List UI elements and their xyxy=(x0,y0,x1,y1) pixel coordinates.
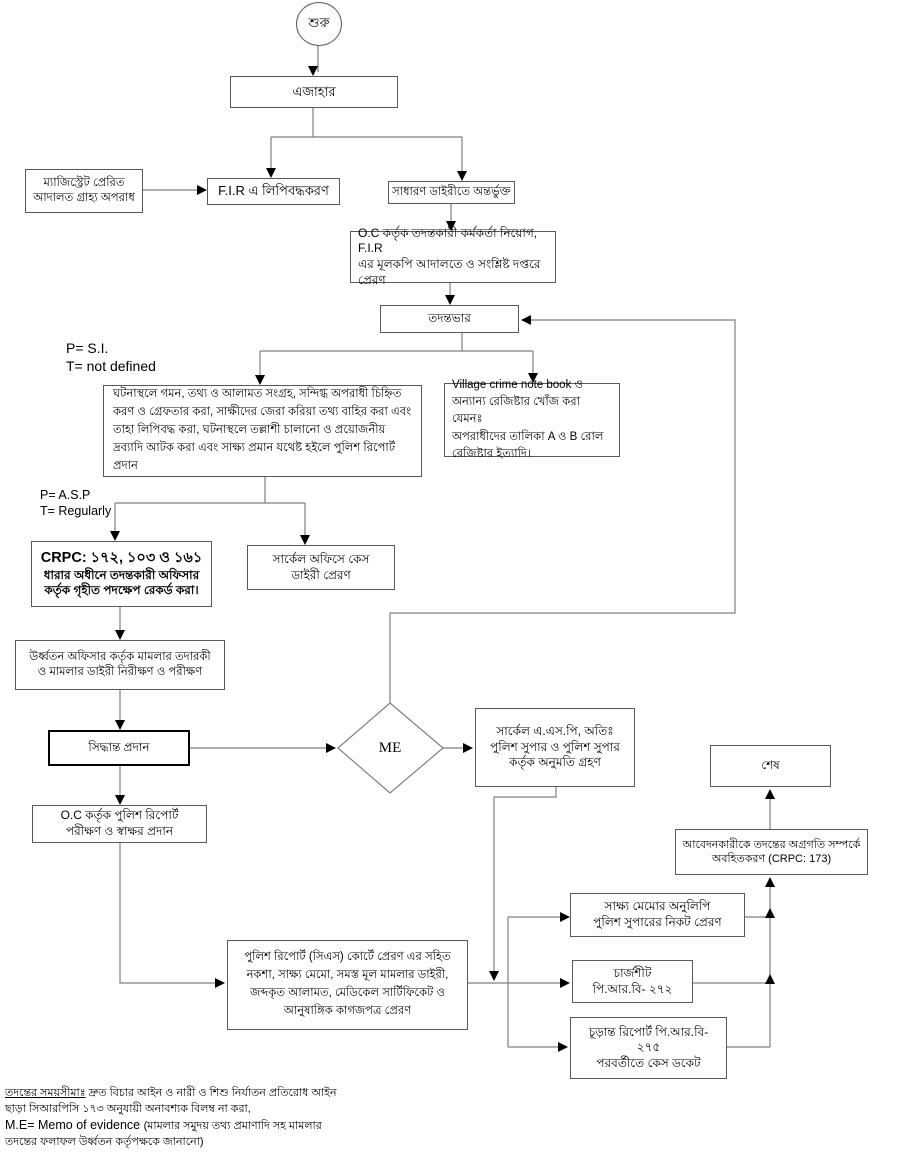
arrow-right-me xyxy=(326,743,336,753)
edge-charge-split xyxy=(259,333,534,381)
arrow-down-ocreport xyxy=(115,795,125,805)
arrow-down-gd xyxy=(457,171,467,181)
arrow-down-village xyxy=(528,373,538,383)
node-village-crime-notebook: Village crime note book ও অন্যান্য রেজিষ… xyxy=(444,379,620,460)
arrow-right-chargesheet xyxy=(560,978,570,988)
edge-me-charge-feedback xyxy=(389,319,736,703)
node-circle-office-case-diary: সার্কেল অফিসে কেস ডাইরী প্রেরণ xyxy=(247,545,395,590)
node-scene-actions: ঘটনাস্থলে গমন, তথ্য ও আলামত সংগ্রহ, সন্দ… xyxy=(103,385,422,477)
p-asp-label: P= A.S.P xyxy=(40,488,91,502)
arrow-right-permission xyxy=(463,743,473,753)
start-label: শুরু xyxy=(308,14,330,30)
edge-scene-split xyxy=(114,477,306,541)
arrow-down-ejahar xyxy=(308,66,318,76)
arrow-down-scene xyxy=(255,375,265,385)
footnote-me-definition: M.E= Memo of evidence xyxy=(5,1118,144,1132)
p-si-label: P= S.I. xyxy=(66,340,109,356)
footnote-block: তদন্তের সময়সীমাঃ দ্রুত বিচার আইন ও নারী… xyxy=(5,1085,337,1150)
connector-lines xyxy=(114,44,771,1048)
annotation-p-si: P= S.I.T= not defined xyxy=(66,340,156,375)
edge-ocreport-policereport xyxy=(119,843,219,984)
arrow-up-junction983 xyxy=(765,974,775,984)
node-inform-applicant-crpc173: আবেদনকারীকে তদন্তের অগ্রগতি সম্পর্কে অবহ… xyxy=(675,829,868,875)
footnote-timeline-underlined: তদন্তের সময়সীমাঃ xyxy=(5,1087,86,1099)
arrow-up-inform xyxy=(765,877,775,887)
footnote-line-3-rest: (মামলার সমুদয় তথ্য প্রমাণাদি সহ মামলার xyxy=(143,1120,322,1132)
edge-permission-down xyxy=(493,787,557,975)
crpc-sections-label: CRPC: ১৭২, ১০৩ ও ১৬১ xyxy=(40,549,203,566)
arrow-up-junction917 xyxy=(765,908,775,918)
node-sp-permission: সার্কেল এ.এস.পি, অতিঃ পুলিশ সুপার ও পুলি… xyxy=(475,708,635,787)
node-oc-report-sign: O.C কর্তৃক পুলিশ রিপোর্ট পরীক্ষণ ও স্বাক… xyxy=(32,805,207,843)
arrow-down-ocassign xyxy=(446,221,456,231)
node-crpc-record: CRPC: ১৭২, ১০৩ ও ১৬১ ধারার অধীনে তদন্তকা… xyxy=(31,541,212,607)
node-final-report-prb275: চূড়ান্ত রিপোর্ট পি.আর.বি- ২৭৫ পরবর্তীতে… xyxy=(570,1017,727,1079)
node-magistrate-offense: ম্যাজিস্ট্রেট প্রেরিত আদালত গ্রাহ্য অপরা… xyxy=(25,169,143,213)
footnote-line-1: তদন্তের সময়সীমাঃ দ্রুত বিচার আইন ও নারী… xyxy=(5,1085,337,1101)
end-terminator: শেষ xyxy=(710,745,831,787)
arrow-left-charge-feedback xyxy=(521,315,531,325)
node-decision-giving: সিদ্ধান্ত প্রদান xyxy=(48,730,190,766)
node-chargesheet-prb272: চার্জশীট পি.আর.বি- ২৭২ xyxy=(572,960,693,1003)
arrow-down-senior xyxy=(115,630,125,640)
arrowheads xyxy=(110,66,775,1052)
footnote-line-3: M.E= Memo of evidence (মামলার সমুদয় তথ্… xyxy=(5,1117,337,1134)
arrow-right-policereport xyxy=(215,978,225,988)
node-senior-officer-supervision: উর্ধ্বতন অফিসার কর্তৃক মামলার তদারকী ও ম… xyxy=(15,640,225,690)
me-diamond-label: ME xyxy=(378,740,402,756)
arrow-up-end xyxy=(765,789,775,799)
t-notdefined-label: T= not defined xyxy=(66,357,156,374)
footnote-line-1-rest: দ্রুত বিচার আইন ও নারী ও শিশু নির্যাতন প… xyxy=(85,1087,337,1099)
arrow-right-memo xyxy=(560,912,570,922)
arrow-down-crpc xyxy=(110,531,120,541)
node-police-report-court: পুলিশ রিপোর্ট (সিএস) কোর্টে প্রেরণ এর সহ… xyxy=(227,940,468,1030)
node-general-diary: সাধারণ ডাইরীতে অন্তর্ভুক্ত xyxy=(388,181,515,204)
footnote-line-2: ছাড়া সিআরপিসি ১৭৩ অনুযায়ী অনাবশ্যক বিল… xyxy=(5,1103,251,1115)
node-evidence-memo-copy: সাক্ষ্য মেমোর অনুলিপি পুলিশ সুপারের নিকট… xyxy=(570,893,745,937)
footnote-line-4: তদন্তের ফলাফল উর্ধ্বতন কর্তৃপক্ষকে জানান… xyxy=(5,1136,204,1148)
edge-ejahar-split xyxy=(270,108,463,177)
crpc-rest-label: ধারার অধীনে তদন্তকারী অফিসার কর্তৃক গৃহী… xyxy=(43,567,200,598)
node-fir-record: F.I.R এ লিপিবদ্ধকরণ xyxy=(207,178,340,205)
arrow-down-charge xyxy=(445,295,455,305)
me-decision-diamond xyxy=(337,702,444,794)
arrow-down-circleoffice xyxy=(300,535,310,545)
t-regularly-label: T= Regularly xyxy=(40,503,112,518)
arrow-right-fir xyxy=(197,185,207,195)
arrow-down-decision xyxy=(115,720,125,730)
arrow-down-fir xyxy=(266,168,276,178)
node-ejahar: এজাহার xyxy=(230,76,398,108)
node-oc-assign-io: O.C কর্তৃক তদন্তকারী কর্মকর্তা নিয়োগ, F… xyxy=(350,226,556,287)
start-terminator: শুরু xyxy=(296,2,342,46)
node-investigation-charge: তদন্তভার xyxy=(380,305,519,333)
arrow-right-final xyxy=(558,1042,568,1052)
arrow-down-junction983 xyxy=(489,971,499,981)
